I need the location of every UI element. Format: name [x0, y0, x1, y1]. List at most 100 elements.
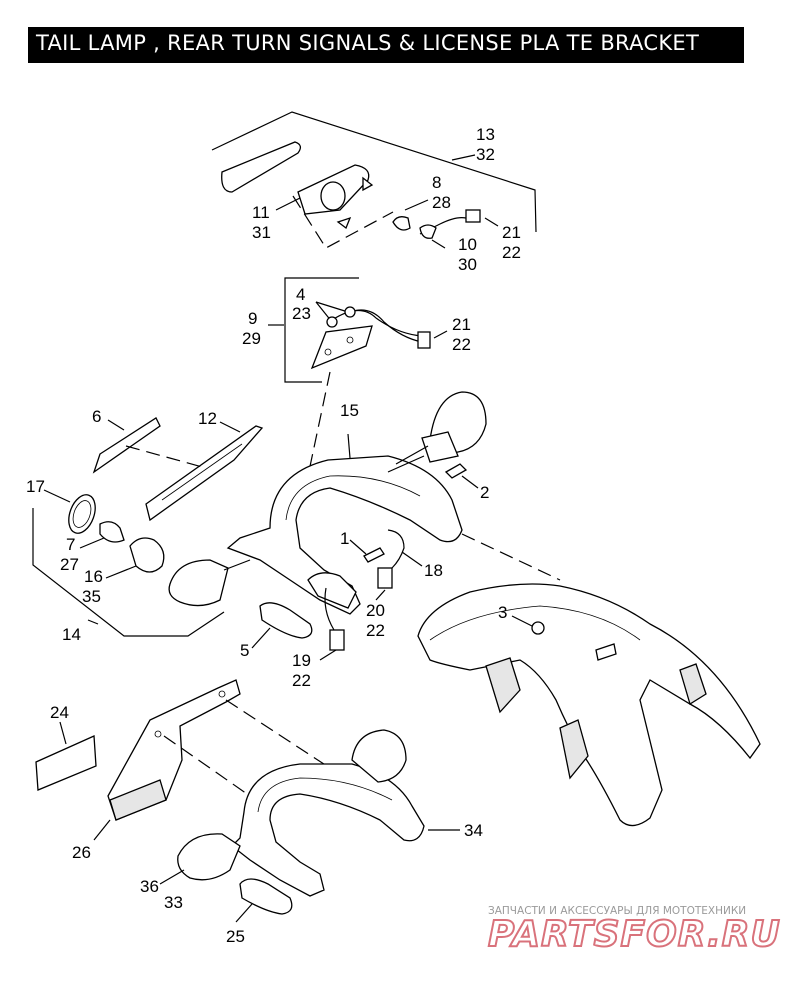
license-lamp-wire-b	[349, 309, 423, 343]
callout-1: 1	[340, 529, 349, 548]
leader-13	[451, 154, 476, 161]
license-bulb-a	[326, 316, 338, 328]
turn-signal-stem	[223, 559, 251, 571]
callout-2: 2	[480, 483, 489, 502]
leader-12	[219, 421, 241, 433]
fender-body	[417, 583, 761, 827]
callout-24: 24	[50, 703, 69, 722]
watermark-logo: PARTSFOR.RU	[487, 913, 781, 956]
rail-34-body	[231, 763, 425, 897]
callout-4: 4	[296, 285, 305, 304]
leader-21b	[433, 330, 448, 339]
fender-rail-edge	[285, 475, 421, 521]
tail-lamp-socket	[419, 224, 437, 239]
connector-19	[329, 629, 345, 651]
callout-23: 23	[292, 304, 311, 323]
fender-slot-a	[485, 657, 521, 714]
leader-5	[251, 627, 271, 649]
leader-6	[107, 419, 125, 431]
right-signal-stem-b	[387, 455, 425, 473]
license-bulb-b	[344, 306, 356, 318]
turn-signal-socket-16	[129, 537, 165, 573]
callout-8: 8	[432, 173, 441, 192]
callout-17: 17	[26, 477, 45, 496]
leader-11	[275, 197, 301, 211]
license-plate-bracket	[35, 679, 331, 841]
fender-tab	[595, 643, 617, 661]
callout-11: 11	[252, 203, 270, 222]
callout-7: 7	[66, 535, 75, 554]
reflector-and-lens	[92, 417, 264, 522]
leader-7	[79, 537, 105, 549]
rail-dash	[461, 533, 561, 581]
leader-1	[349, 539, 367, 555]
leader-14	[87, 619, 99, 625]
license-lamp-kit	[268, 277, 448, 491]
leader-24	[59, 721, 67, 745]
turn-signal-housing-left	[168, 559, 229, 607]
lamp-clip-b	[336, 216, 352, 230]
license-lamp-hole-a	[324, 348, 332, 356]
leader-16	[105, 565, 137, 579]
reflector-dash	[125, 445, 207, 469]
leader-2	[461, 475, 479, 489]
callout-22b: 22	[452, 335, 471, 354]
lamp-dash	[292, 195, 394, 249]
lens-5	[259, 602, 313, 639]
leader-18	[401, 551, 423, 567]
turn-signal-right-base	[421, 431, 459, 463]
callout-29: 29	[242, 329, 261, 348]
callout-3: 3	[498, 603, 507, 622]
callout-13: 13	[476, 125, 495, 144]
leader-17	[43, 489, 71, 503]
fender-rail-body	[226, 455, 463, 615]
fender-slot-c	[679, 663, 707, 706]
callout-28: 28	[432, 193, 451, 212]
rear-fender	[417, 583, 761, 827]
screw-2	[444, 463, 468, 479]
callout-21b: 21	[452, 315, 471, 334]
leader-10	[431, 239, 446, 249]
fender-edge	[429, 605, 641, 641]
bracket-dash-a	[225, 699, 331, 769]
callout-12: 12	[198, 409, 217, 428]
title-bar: TAIL LAMP , REAR TURN SIGNALS & LICENSE …	[28, 27, 744, 63]
turn-signal-bulb-7	[99, 521, 125, 543]
lens-25	[239, 878, 293, 915]
bracket-line-13	[211, 111, 537, 233]
leader-36	[159, 869, 185, 885]
bracket-hole-a	[154, 730, 162, 738]
turn-signal-ring-17	[68, 494, 96, 534]
callout-6: 6	[92, 407, 101, 426]
turn-signal-ring-inner	[72, 500, 92, 528]
rail-34-edge	[257, 777, 393, 813]
callout-27: 27	[60, 555, 79, 574]
callout-35: 35	[82, 587, 101, 606]
callout-25: 25	[226, 927, 245, 946]
callout-26: 26	[72, 843, 91, 862]
turn-signal-left	[32, 489, 251, 637]
callout-18: 18	[424, 561, 443, 580]
watermark-subtitle: ЗАПЧАСТИ И АКСЕССУАРЫ ДЛЯ МОТОТЕХНИКИ	[488, 905, 747, 917]
callout-16: 16	[84, 567, 103, 586]
fender-nut-3	[531, 621, 545, 635]
callout-10: 10	[458, 235, 477, 254]
screw-1	[363, 547, 385, 563]
leader-3	[511, 615, 533, 627]
tail-lamp-bulb	[392, 216, 411, 231]
right-signal-stem-a	[395, 445, 429, 465]
leader-8	[404, 199, 429, 211]
callout-32: 32	[476, 145, 495, 164]
callout-19: 19	[292, 651, 311, 670]
license-lens-cover	[307, 572, 357, 609]
tail-lamp-bulb-socket	[320, 181, 346, 211]
leader-15	[347, 433, 351, 459]
bracket-hole-b	[218, 690, 226, 698]
license-lamp-housing	[310, 325, 373, 370]
wire-18	[387, 529, 405, 569]
bracket-line-14	[32, 508, 225, 637]
callout-21a: 21	[502, 223, 521, 242]
license-lamp-hole-b	[346, 336, 354, 344]
rail-34-signal-left	[177, 833, 241, 881]
callout-labels: 13 32 8 28 11 31 21 22 10 30 4 23 9 29 2…	[26, 125, 521, 946]
